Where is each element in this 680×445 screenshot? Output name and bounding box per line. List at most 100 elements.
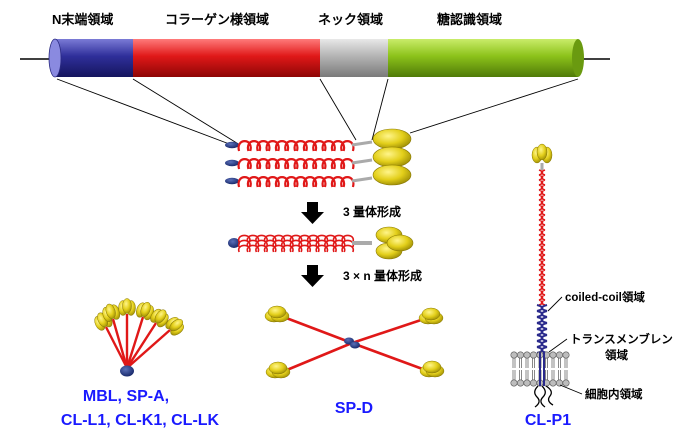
- collagen-triple-helix: [237, 239, 355, 248]
- crd-lobe: [140, 301, 151, 317]
- connector-crd-end: [409, 78, 579, 134]
- trimer-chains: [225, 128, 412, 188]
- clp1-membrane-structure: [510, 143, 570, 408]
- crd-lobe: [122, 298, 132, 314]
- label-coiled-coil: coiled-coil領域: [565, 290, 645, 304]
- crd-lobe: [536, 143, 548, 161]
- collagen-helix: [237, 158, 355, 170]
- label-multimerization: 3 × n 量体形成: [343, 268, 422, 283]
- crd-lobe: [268, 361, 288, 375]
- bouquet-stalk: [104, 326, 129, 369]
- crd-segment: [388, 39, 578, 77]
- clp1-collagen-rope: [538, 169, 546, 306]
- connector-neck-end: [371, 78, 389, 141]
- intracellular-tail: [534, 385, 540, 408]
- n-terminal-blob: [225, 159, 239, 167]
- n-terminal-blob: [225, 141, 239, 149]
- spd-cross-oligomer: [264, 305, 445, 379]
- spd-center-n-terminal: [350, 341, 360, 349]
- collagen-like-segment: [133, 39, 320, 77]
- bar-right-cap: [572, 39, 584, 77]
- crd-trimer-head: [150, 308, 169, 328]
- connector-n-end: [132, 78, 241, 146]
- label-spd: SP-D: [335, 400, 373, 417]
- collagen-triple-helix: [237, 244, 355, 253]
- label-clp1: CL-P1: [525, 412, 571, 429]
- neck-segment: [351, 140, 373, 147]
- trimer-chain: [225, 128, 412, 152]
- assembled-trimer: [228, 226, 414, 260]
- lipid-head-outer: [516, 351, 524, 359]
- lipid-head-inner: [523, 379, 531, 387]
- collagen-helix: [237, 176, 355, 188]
- pointer-transmembrane: [548, 338, 568, 353]
- crd-head: [372, 146, 412, 168]
- connector-n-start: [56, 78, 233, 146]
- neck-segment: [351, 158, 373, 165]
- arrow-step-1: [301, 202, 324, 224]
- connector-lines: [56, 78, 579, 146]
- crd-lobe: [105, 303, 116, 319]
- spd-arm: [281, 341, 353, 374]
- lipid-head-inner: [549, 379, 557, 387]
- crd-lobe: [422, 360, 442, 374]
- intracellular-tail: [545, 385, 554, 406]
- label-trimerization: 3 量体形成: [343, 204, 401, 219]
- crd-lobe: [267, 305, 287, 319]
- spd-arm: [351, 341, 429, 373]
- lipid-head-outer: [529, 351, 537, 359]
- crd-head: [386, 234, 414, 252]
- spd-arm: [280, 314, 353, 345]
- label-transmembrane-2: 領域: [604, 348, 628, 362]
- pointer-coiled-coil: [547, 296, 563, 312]
- label-n-terminal: N末端領域: [52, 12, 113, 27]
- n-terminal-cluster: [228, 238, 240, 248]
- lipid-head-inner: [516, 379, 524, 387]
- n-terminal-segment: [55, 39, 133, 77]
- lipid-head-outer: [555, 351, 563, 359]
- arrow-step-2: [301, 265, 324, 287]
- lipid-bilayer: [510, 351, 570, 387]
- lipid-head-inner: [529, 379, 537, 387]
- lipid-head-inner: [562, 379, 570, 387]
- label-bouquet-line1: MBL, SP-A,: [83, 388, 169, 405]
- lipid-head-outer: [562, 351, 570, 359]
- label-crd: 糖認識領域: [437, 12, 502, 27]
- lipid-head-outer: [510, 351, 518, 359]
- clp1-coiled-coil: [536, 304, 548, 354]
- neck-segment: [320, 39, 388, 77]
- intracellular-tail: [540, 385, 546, 408]
- trimer-chain: [225, 164, 412, 188]
- crd-head: [372, 164, 412, 186]
- spd-arm: [351, 316, 428, 345]
- label-bouquet-line2: CL-L1, CL-K1, CL-LK: [61, 412, 220, 429]
- bar-left-cap: [48, 38, 62, 78]
- lipid-head-outer: [523, 351, 531, 359]
- label-neck: ネック領域: [318, 12, 383, 27]
- crd-trimer-head: [118, 298, 136, 316]
- bouquet-stalk: [111, 318, 129, 369]
- domain-bar: [20, 38, 610, 78]
- connector-neck-start: [319, 78, 357, 141]
- crd-lobe: [154, 309, 167, 324]
- trimer-chain: [225, 146, 412, 170]
- crd-head: [372, 128, 412, 150]
- lipid-head-outer: [549, 351, 557, 359]
- label-collagen-like: コラーゲン様領域: [165, 12, 269, 27]
- bouquet-oligomer: [94, 298, 184, 377]
- collagen-helix: [237, 140, 355, 152]
- crd-lobe: [169, 318, 184, 332]
- collagen-triple-helix: [237, 234, 355, 243]
- crd-trimer-head: [165, 317, 184, 336]
- bouquet-stalk: [125, 322, 158, 369]
- neck-segment: [351, 176, 373, 183]
- bouquet-stalk: [126, 329, 171, 369]
- n-terminal-blob: [225, 177, 239, 185]
- lipid-head-inner: [510, 379, 518, 387]
- label-intracellular: 細胞内領域: [585, 387, 643, 401]
- crd-lobe: [421, 307, 441, 321]
- bouquet-stalk: [125, 316, 145, 369]
- label-transmembrane-1: トランスメンブレン: [570, 332, 673, 346]
- bouquet-n-terminal: [120, 365, 134, 377]
